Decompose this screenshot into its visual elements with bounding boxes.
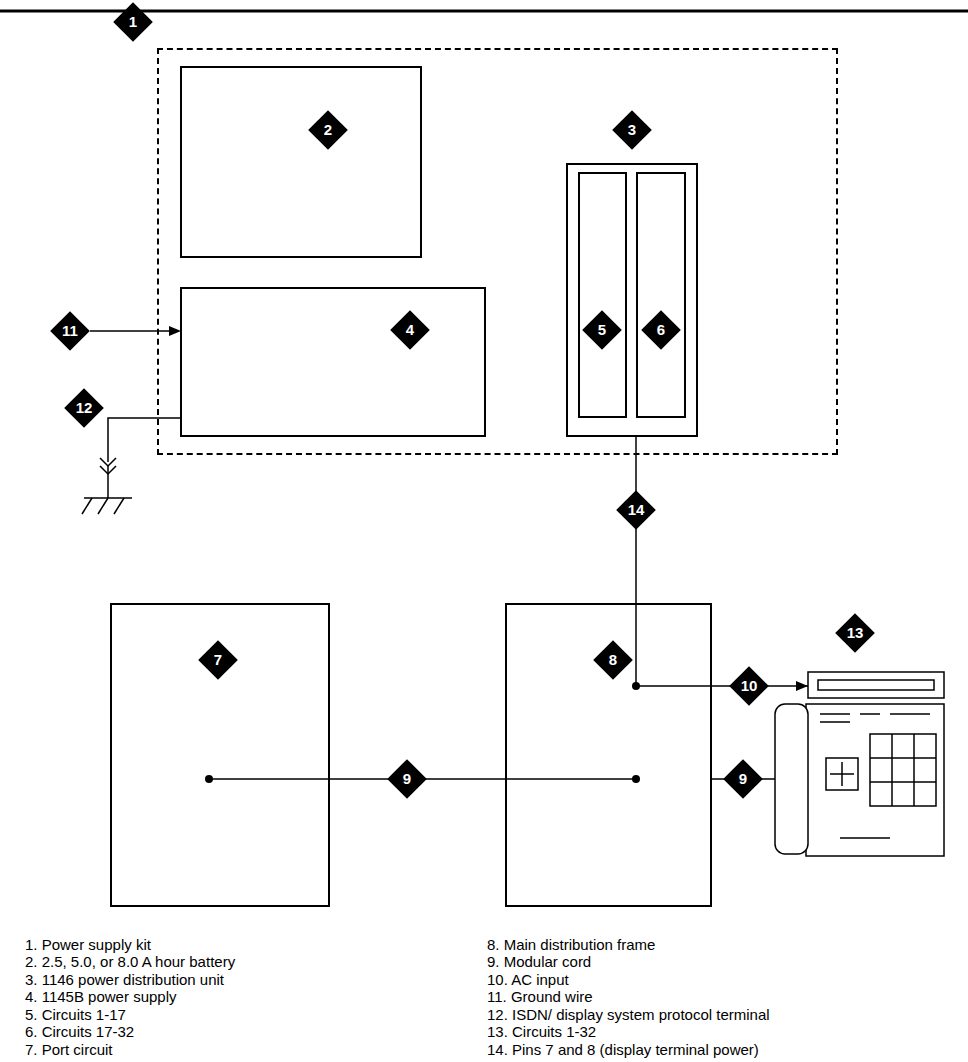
callout-number: 8 (593, 640, 633, 680)
callout-number: 11 (50, 311, 90, 351)
callout-number: 7 (198, 640, 238, 680)
telephone-terminal: 13 (775, 672, 945, 858)
legend-item: 9. Modular cord (487, 953, 591, 970)
callout-number: 12 (64, 388, 104, 428)
legend-item: 8. Main distribution frame (487, 936, 655, 953)
legend-item: 12. ISDN/ display system protocol termin… (487, 1006, 770, 1023)
distribution-unit: 356 (566, 163, 698, 437)
legend-item: 5. Circuits 1-17 (25, 1006, 126, 1023)
callout-number: 1 (113, 2, 153, 42)
legend-item: 13. Circuits 1-32 (487, 1023, 596, 1040)
distribution-frame: 8 (505, 603, 712, 907)
callout-number: 5 (582, 310, 622, 350)
callout-number: 14 (616, 490, 656, 530)
callout-number: 9 (387, 759, 427, 799)
legend-item: 4. 1145B power supply (25, 988, 177, 1005)
callout-number: 3 (612, 110, 652, 150)
legend-item: 7. Port circuit (25, 1041, 113, 1058)
legend-item: 1. Power supply kit (25, 936, 151, 953)
circuit-block: 5 (578, 172, 627, 418)
callout-number: 6 (641, 310, 681, 350)
legend-item: 6. Circuits 17-32 (25, 1023, 134, 1040)
legend-item: 2. 2.5, 5.0, or 8.0 A hour battery (25, 953, 235, 970)
power-supply-box: 4 (180, 287, 486, 437)
legend-item: 11. Ground wire (487, 988, 593, 1005)
battery-box: 2 (180, 66, 422, 258)
callout-number: 9 (723, 759, 763, 799)
arrowhead (796, 681, 808, 691)
telephone-illustration (775, 672, 944, 856)
wiring (82, 331, 712, 779)
port-circuit-box: 7 (110, 603, 330, 907)
callout-number: 2 (308, 110, 348, 150)
callout-number: 10 (729, 666, 769, 706)
callout-number: 4 (390, 310, 430, 350)
power-supply-kit: 123564 (157, 48, 838, 455)
legend-item: 10. AC input (487, 971, 569, 988)
legend-item: 3. 1146 power distribution unit (25, 971, 224, 988)
legend-item: 14. Pins 7 and 8 (display terminal power… (487, 1041, 759, 1058)
callout-number: 13 (835, 613, 875, 653)
circuit-block: 6 (636, 172, 686, 418)
